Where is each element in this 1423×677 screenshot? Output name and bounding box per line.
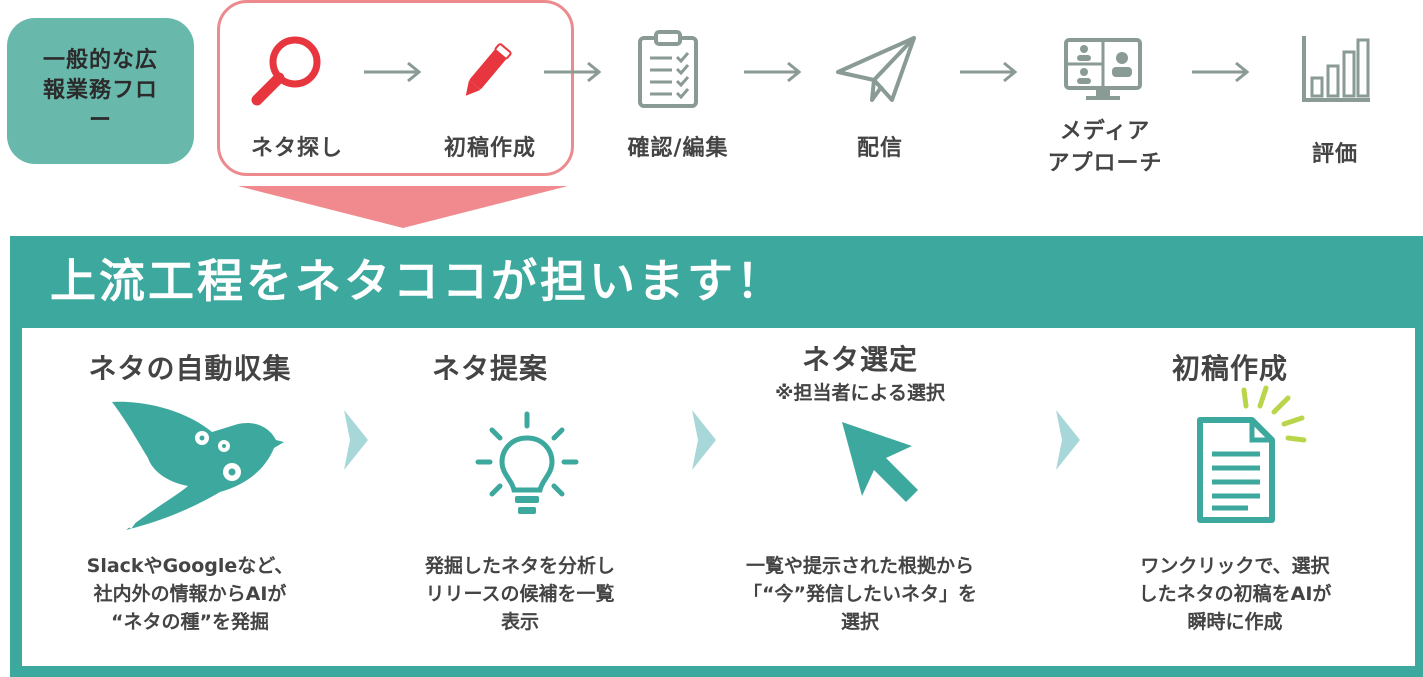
flow-step-label: 配信: [856, 136, 903, 161]
flow-arrow: [364, 61, 422, 83]
column-title: 初稿作成: [1171, 352, 1288, 385]
column-title: ネタ提案: [431, 352, 548, 385]
flow-step-label: メディア アプローチ: [1047, 119, 1163, 176]
chevron-right-icon: [1056, 410, 1080, 470]
flow-step-label: ネタ探し: [250, 136, 343, 161]
magnifier-icon: [251, 36, 321, 106]
flow-label-box: 一般的な広報業務フロー: [7, 18, 194, 164]
chevron-right-icon: [344, 410, 368, 470]
cursor-arrow-icon: [842, 422, 918, 502]
column-description: ワンクリックで、選択 したネタの初稿をAIが 瞬時に作成: [1138, 555, 1332, 633]
pencil-icon: [465, 43, 512, 96]
clipboard-checklist-icon: [638, 30, 698, 108]
panel-content: [22, 328, 1415, 666]
panel-title: 上流工程をネタココが担います！: [50, 254, 785, 308]
column-title: ネタ選定: [801, 343, 918, 376]
flow-label: 一般的な広報業務フロー: [42, 48, 158, 133]
flow-step-label: 確認/編集: [627, 136, 729, 161]
chevron-right-icon: [692, 410, 716, 470]
column-description: SlackやGoogleなど、 社内外の情報からAIが “ネタの種”を発掘: [86, 555, 294, 633]
column-title: ネタの自動収集: [88, 352, 292, 385]
bar-chart-icon: [1302, 36, 1370, 102]
column-description: 発掘したネタを分析し リリースの候補を一覧 表示: [424, 555, 615, 633]
funnel-arrow: [238, 186, 568, 228]
video-meeting-icon: [1064, 38, 1142, 100]
paper-plane-icon: [836, 36, 916, 102]
lightbulb-icon: [475, 411, 579, 514]
document-icon: [1197, 385, 1307, 523]
column-description: 一覧や提示された根拠から 「“今”発信したいネタ」を 選択: [743, 555, 977, 633]
bird-gears-icon: [112, 401, 284, 530]
flow-arrow: [744, 61, 802, 83]
flow-step-label: 初稿作成: [443, 136, 536, 161]
flow-arrow: [544, 61, 602, 83]
column-subtitle: ※担当者による選択: [775, 382, 945, 404]
flow-arrow: [1192, 61, 1250, 83]
flow-step-label: 評価: [1311, 142, 1358, 167]
flow-arrow: [960, 61, 1018, 83]
